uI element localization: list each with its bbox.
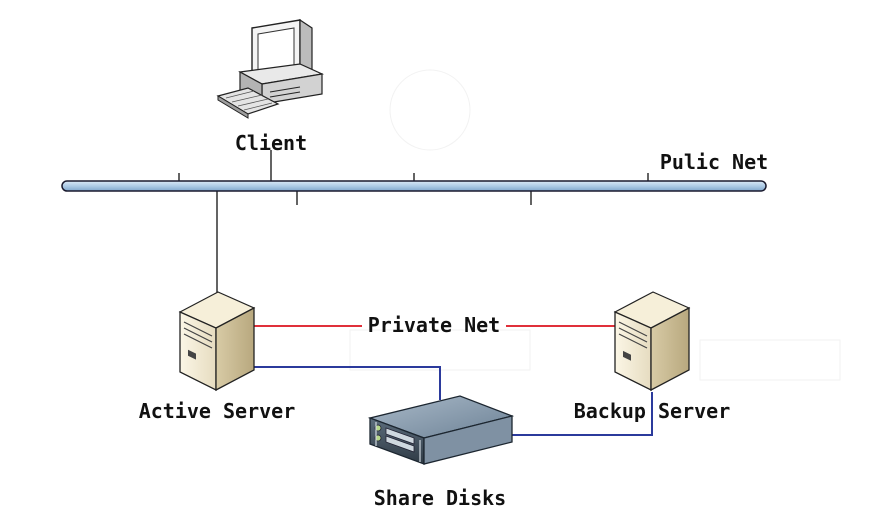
client-label: Client [235, 131, 307, 155]
private-net-label: Private Net [368, 313, 500, 337]
active-storage-link [253, 366, 441, 400]
share-disks-label: Share Disks [374, 486, 506, 510]
public-net-label: Pulic Net [660, 150, 768, 174]
bus-taps [178, 173, 649, 205]
active-server-label: Active Server [139, 399, 296, 423]
backup-server-label: Backup Server [574, 399, 731, 423]
client-computer-icon [216, 18, 325, 119]
backup-server-icon [613, 291, 691, 392]
active-server-icon [178, 291, 256, 392]
public-net-bus [61, 180, 767, 192]
backup-storage-link [512, 392, 653, 436]
share-disks-icon [367, 395, 515, 465]
